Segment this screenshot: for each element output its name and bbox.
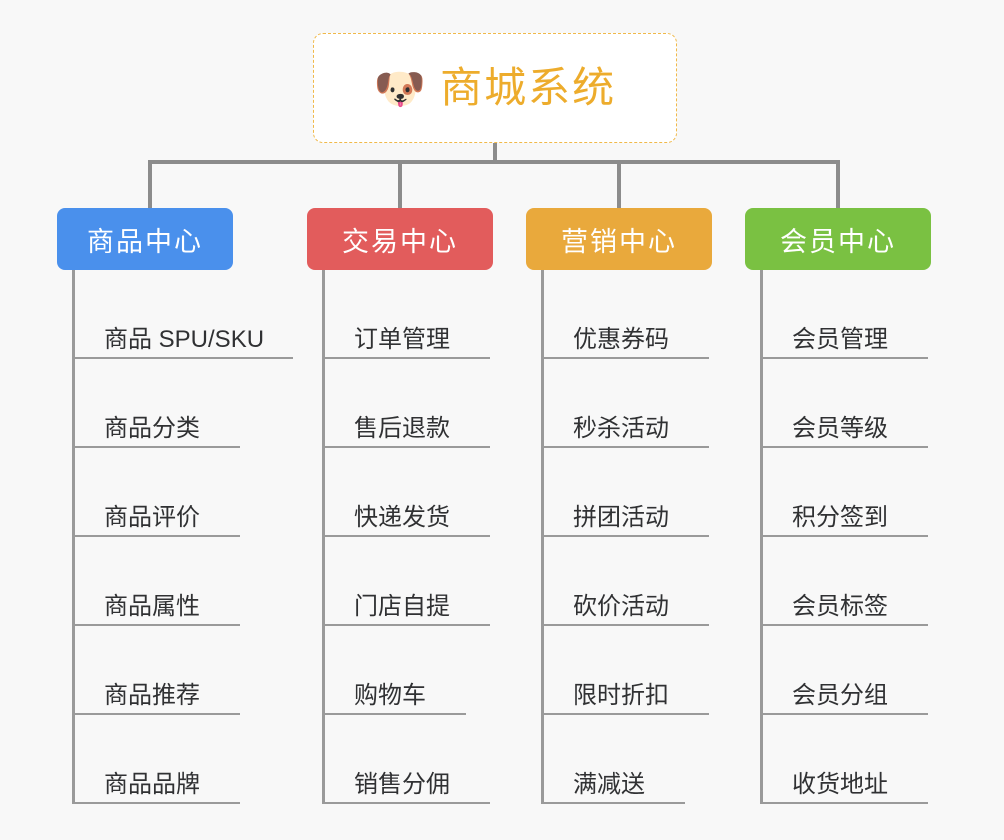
leaf-item[interactable]: 积分签到 [760, 448, 928, 537]
branch-rail-2 [322, 270, 325, 804]
leaf-list-2: 订单管理 售后退款 快递发货 门店自提 购物车 销售分佣 [322, 270, 490, 804]
leaf-item[interactable]: 会员管理 [760, 270, 928, 359]
leaf-label: 砍价活动 [573, 592, 669, 620]
leaf-label: 商品品牌 [104, 770, 200, 798]
leaf-item[interactable]: 优惠券码 [541, 270, 709, 359]
leaf-item[interactable]: 满减送 [541, 715, 685, 804]
root-connector-stem [493, 143, 497, 164]
leaf-label: 商品 SPU/SKU [104, 325, 265, 353]
leaf-item[interactable]: 购物车 [322, 626, 466, 715]
leaf-label: 会员等级 [792, 414, 888, 442]
leaf-item[interactable]: 会员标签 [760, 537, 928, 626]
leaf-item[interactable]: 门店自提 [322, 537, 490, 626]
leaf-item[interactable]: 砍价活动 [541, 537, 709, 626]
root-node[interactable]: 🐶 商城系统 [313, 33, 677, 143]
leaf-label: 商品分类 [104, 414, 200, 442]
leaf-item[interactable]: 会员等级 [760, 359, 928, 448]
leaf-item[interactable]: 商品 SPU/SKU [72, 270, 293, 359]
leaf-label: 商品评价 [104, 503, 200, 531]
leaf-item[interactable]: 商品评价 [72, 448, 240, 537]
branch-header-label: 会员中心 [780, 226, 896, 257]
leaf-list-4: 会员管理 会员等级 积分签到 会员标签 会员分组 收货地址 [760, 270, 928, 804]
root-node-label: 商城系统 [440, 64, 617, 111]
leaf-item[interactable]: 秒杀活动 [541, 359, 709, 448]
leaf-item[interactable]: 商品品牌 [72, 715, 240, 804]
branch-drop-2 [398, 160, 402, 208]
leaf-label: 商品属性 [104, 592, 200, 620]
leaf-item[interactable]: 商品分类 [72, 359, 240, 448]
branch-rail-3 [541, 270, 544, 804]
branch-bus-line [148, 160, 840, 164]
branch-header-4[interactable]: 会员中心 [745, 208, 931, 270]
shiba-dog-face-icon: 🐶 [373, 65, 427, 112]
branch-header-1[interactable]: 商品中心 [57, 208, 233, 270]
leaf-label: 订单管理 [354, 325, 450, 353]
leaf-list-1: 商品 SPU/SKU 商品分类 商品评价 商品属性 商品推荐 商品品牌 [72, 270, 293, 804]
leaf-label: 会员标签 [792, 592, 888, 620]
branch-header-2[interactable]: 交易中心 [307, 208, 493, 270]
leaf-label: 秒杀活动 [573, 414, 669, 442]
leaf-label: 会员分组 [792, 681, 888, 709]
leaf-label: 购物车 [354, 681, 426, 709]
branch-drop-3 [617, 160, 621, 208]
leaf-item[interactable]: 订单管理 [322, 270, 490, 359]
leaf-label: 积分签到 [792, 503, 888, 531]
leaf-item[interactable]: 商品推荐 [72, 626, 240, 715]
branch-rail-4 [760, 270, 763, 804]
leaf-item[interactable]: 限时折扣 [541, 626, 709, 715]
leaf-item[interactable]: 会员分组 [760, 626, 928, 715]
leaf-label: 快递发货 [354, 503, 450, 531]
leaf-item[interactable]: 商品属性 [72, 537, 240, 626]
leaf-label: 拼团活动 [573, 503, 669, 531]
leaf-label: 满减送 [573, 770, 645, 798]
leaf-item[interactable]: 收货地址 [760, 715, 928, 804]
branch-header-label: 商品中心 [87, 226, 203, 257]
branch-drop-1 [148, 160, 152, 208]
leaf-label: 商品推荐 [104, 681, 200, 709]
leaf-item[interactable]: 快递发货 [322, 448, 490, 537]
branch-rail-1 [72, 270, 75, 804]
leaf-label: 门店自提 [354, 592, 450, 620]
branch-header-label: 交易中心 [342, 226, 458, 257]
leaf-item[interactable]: 售后退款 [322, 359, 490, 448]
leaf-item[interactable]: 拼团活动 [541, 448, 709, 537]
leaf-label: 收货地址 [792, 770, 888, 798]
leaf-label: 会员管理 [792, 325, 888, 353]
leaf-label: 销售分佣 [354, 770, 450, 798]
branch-drop-4 [836, 160, 840, 208]
leaf-list-3: 优惠券码 秒杀活动 拼团活动 砍价活动 限时折扣 满减送 [541, 270, 709, 804]
leaf-item[interactable]: 销售分佣 [322, 715, 490, 804]
branch-header-label: 营销中心 [561, 226, 677, 257]
leaf-label: 优惠券码 [573, 325, 669, 353]
branch-header-3[interactable]: 营销中心 [526, 208, 712, 270]
leaf-label: 限时折扣 [573, 681, 669, 709]
leaf-label: 售后退款 [354, 414, 450, 442]
